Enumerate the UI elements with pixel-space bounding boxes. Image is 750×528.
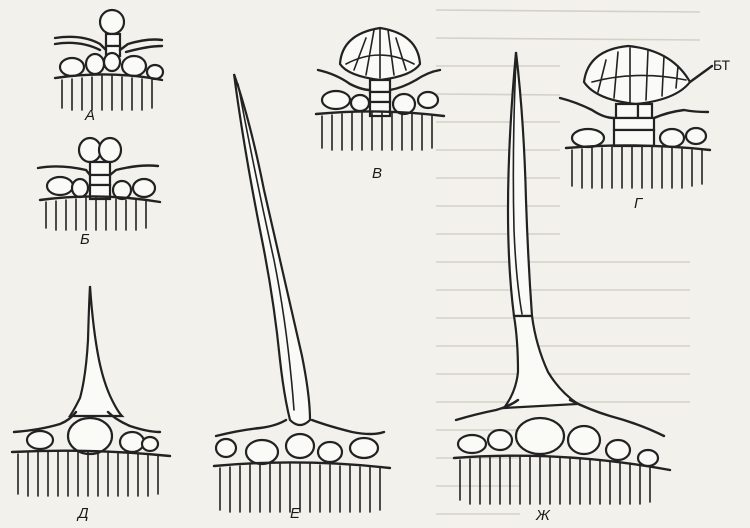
panel-v (316, 28, 444, 150)
panel-label-v: В (372, 165, 382, 182)
callout-label-bt: БТ (713, 57, 731, 73)
panel-label-g: Г (634, 195, 644, 212)
panel-a (55, 10, 163, 110)
panel-g (560, 46, 712, 188)
panel-label-e: Е (290, 505, 301, 522)
panel-b (38, 138, 160, 230)
panel-label-b: Б (80, 231, 90, 248)
panel-label-a: А (84, 107, 95, 124)
panel-label-d: Д (76, 505, 89, 522)
panel-d (12, 286, 170, 496)
panel-e (214, 74, 390, 512)
panel-label-zh: Ж (535, 507, 551, 524)
